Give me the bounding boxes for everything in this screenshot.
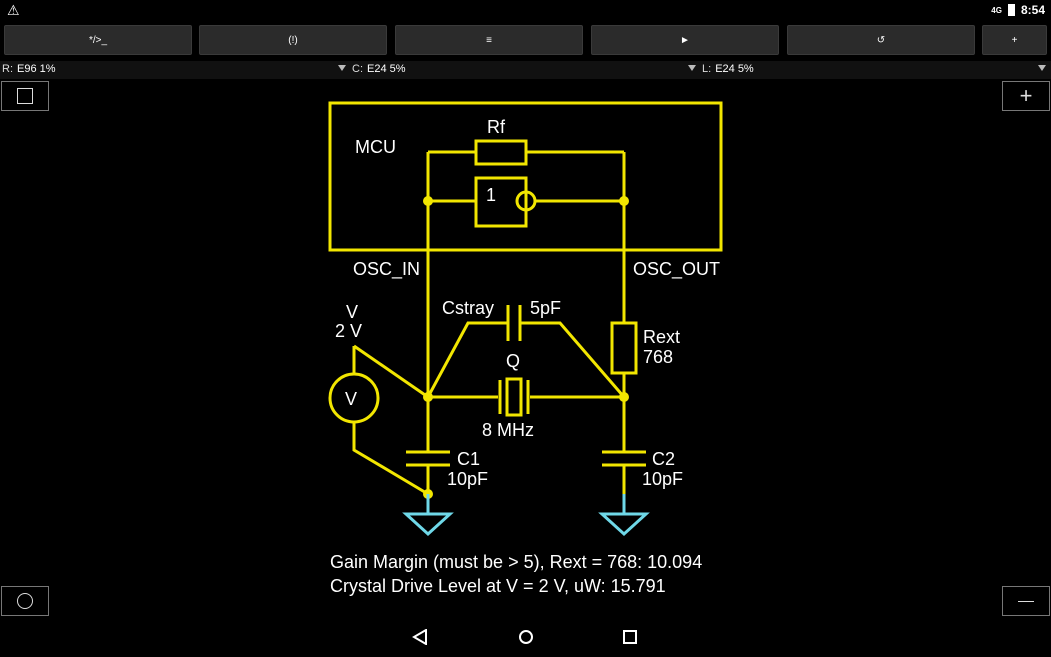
recents-icon[interactable] — [618, 625, 642, 649]
v-value: 2 V — [335, 321, 362, 341]
inverter-label: 1 — [486, 185, 496, 205]
c1-label: C1 — [457, 449, 480, 469]
crystal-value: 8 MHz — [482, 420, 534, 440]
rext-value: 768 — [643, 347, 673, 367]
c1-value: 10pF — [447, 469, 488, 489]
osc-out-label: OSC_OUT — [633, 259, 720, 280]
r-series-selector[interactable]: R:E96 1% — [2, 63, 56, 75]
square-icon — [17, 88, 33, 104]
code-button[interactable]: */>_ — [4, 25, 192, 55]
mcu-label: MCU — [355, 137, 396, 157]
cstray-value: 5pF — [530, 298, 561, 318]
navigation-bar — [0, 617, 1051, 657]
toolbar: */>_ (!) ≡ ► ↺ + — [0, 22, 1051, 58]
menu-button[interactable]: ≡ — [395, 25, 583, 55]
drive-level-result: Crystal Drive Level at V = 2 V, uW: 15.7… — [330, 576, 666, 596]
crystal — [505, 377, 523, 417]
l-series-selector[interactable]: L:E24 5% — [702, 63, 754, 75]
c-series-selector[interactable]: C:E24 5% — [352, 63, 406, 75]
cstray-label: Cstray — [442, 298, 494, 318]
circle-tool-button[interactable] — [1, 586, 49, 616]
home-icon[interactable] — [514, 625, 538, 649]
warning-icon: ⚠ — [7, 2, 20, 18]
status-bar: ⚠ 4G 8:54 — [0, 0, 1051, 20]
gain-margin-result: Gain Margin (must be > 5), Rext = 768: 1… — [330, 552, 703, 572]
ground-2 — [598, 512, 650, 537]
series-selector-row: R:E96 1% C:E24 5% L:E24 5% — [0, 61, 1051, 79]
ground-1 — [402, 512, 454, 537]
minus-icon — [1018, 600, 1034, 602]
l-dropdown-icon[interactable] — [1038, 65, 1046, 71]
square-tool-button[interactable] — [1, 81, 49, 111]
mcu-box — [328, 101, 723, 252]
play-button[interactable]: ► — [591, 25, 779, 55]
r-dropdown-icon[interactable] — [338, 65, 346, 71]
add-button[interactable]: + — [982, 25, 1047, 55]
reset-button[interactable]: ↺ — [787, 25, 975, 55]
v-symbol: V — [345, 389, 357, 409]
clock: 8:54 — [1020, 3, 1045, 17]
zoom-out-button[interactable] — [1002, 586, 1050, 616]
circle-icon — [17, 593, 33, 609]
rext-resistor — [610, 321, 638, 375]
battery-icon — [1007, 4, 1015, 16]
rf-resistor — [474, 139, 528, 166]
zoom-in-button[interactable]: + — [1002, 81, 1050, 111]
network-icon: 4G — [991, 5, 1002, 15]
c-dropdown-icon[interactable] — [688, 65, 696, 71]
osc-in-label: OSC_IN — [353, 259, 420, 280]
crystal-label: Q — [506, 351, 520, 371]
back-icon[interactable] — [408, 625, 432, 649]
plus-icon: + — [1019, 83, 1033, 108]
info-button[interactable]: (!) — [199, 25, 387, 55]
v-label: V — [346, 302, 358, 322]
rext-label: Rext — [643, 327, 680, 347]
rf-label: Rf — [487, 117, 506, 137]
c2-value: 10pF — [642, 469, 683, 489]
c2-label: C2 — [652, 449, 675, 469]
